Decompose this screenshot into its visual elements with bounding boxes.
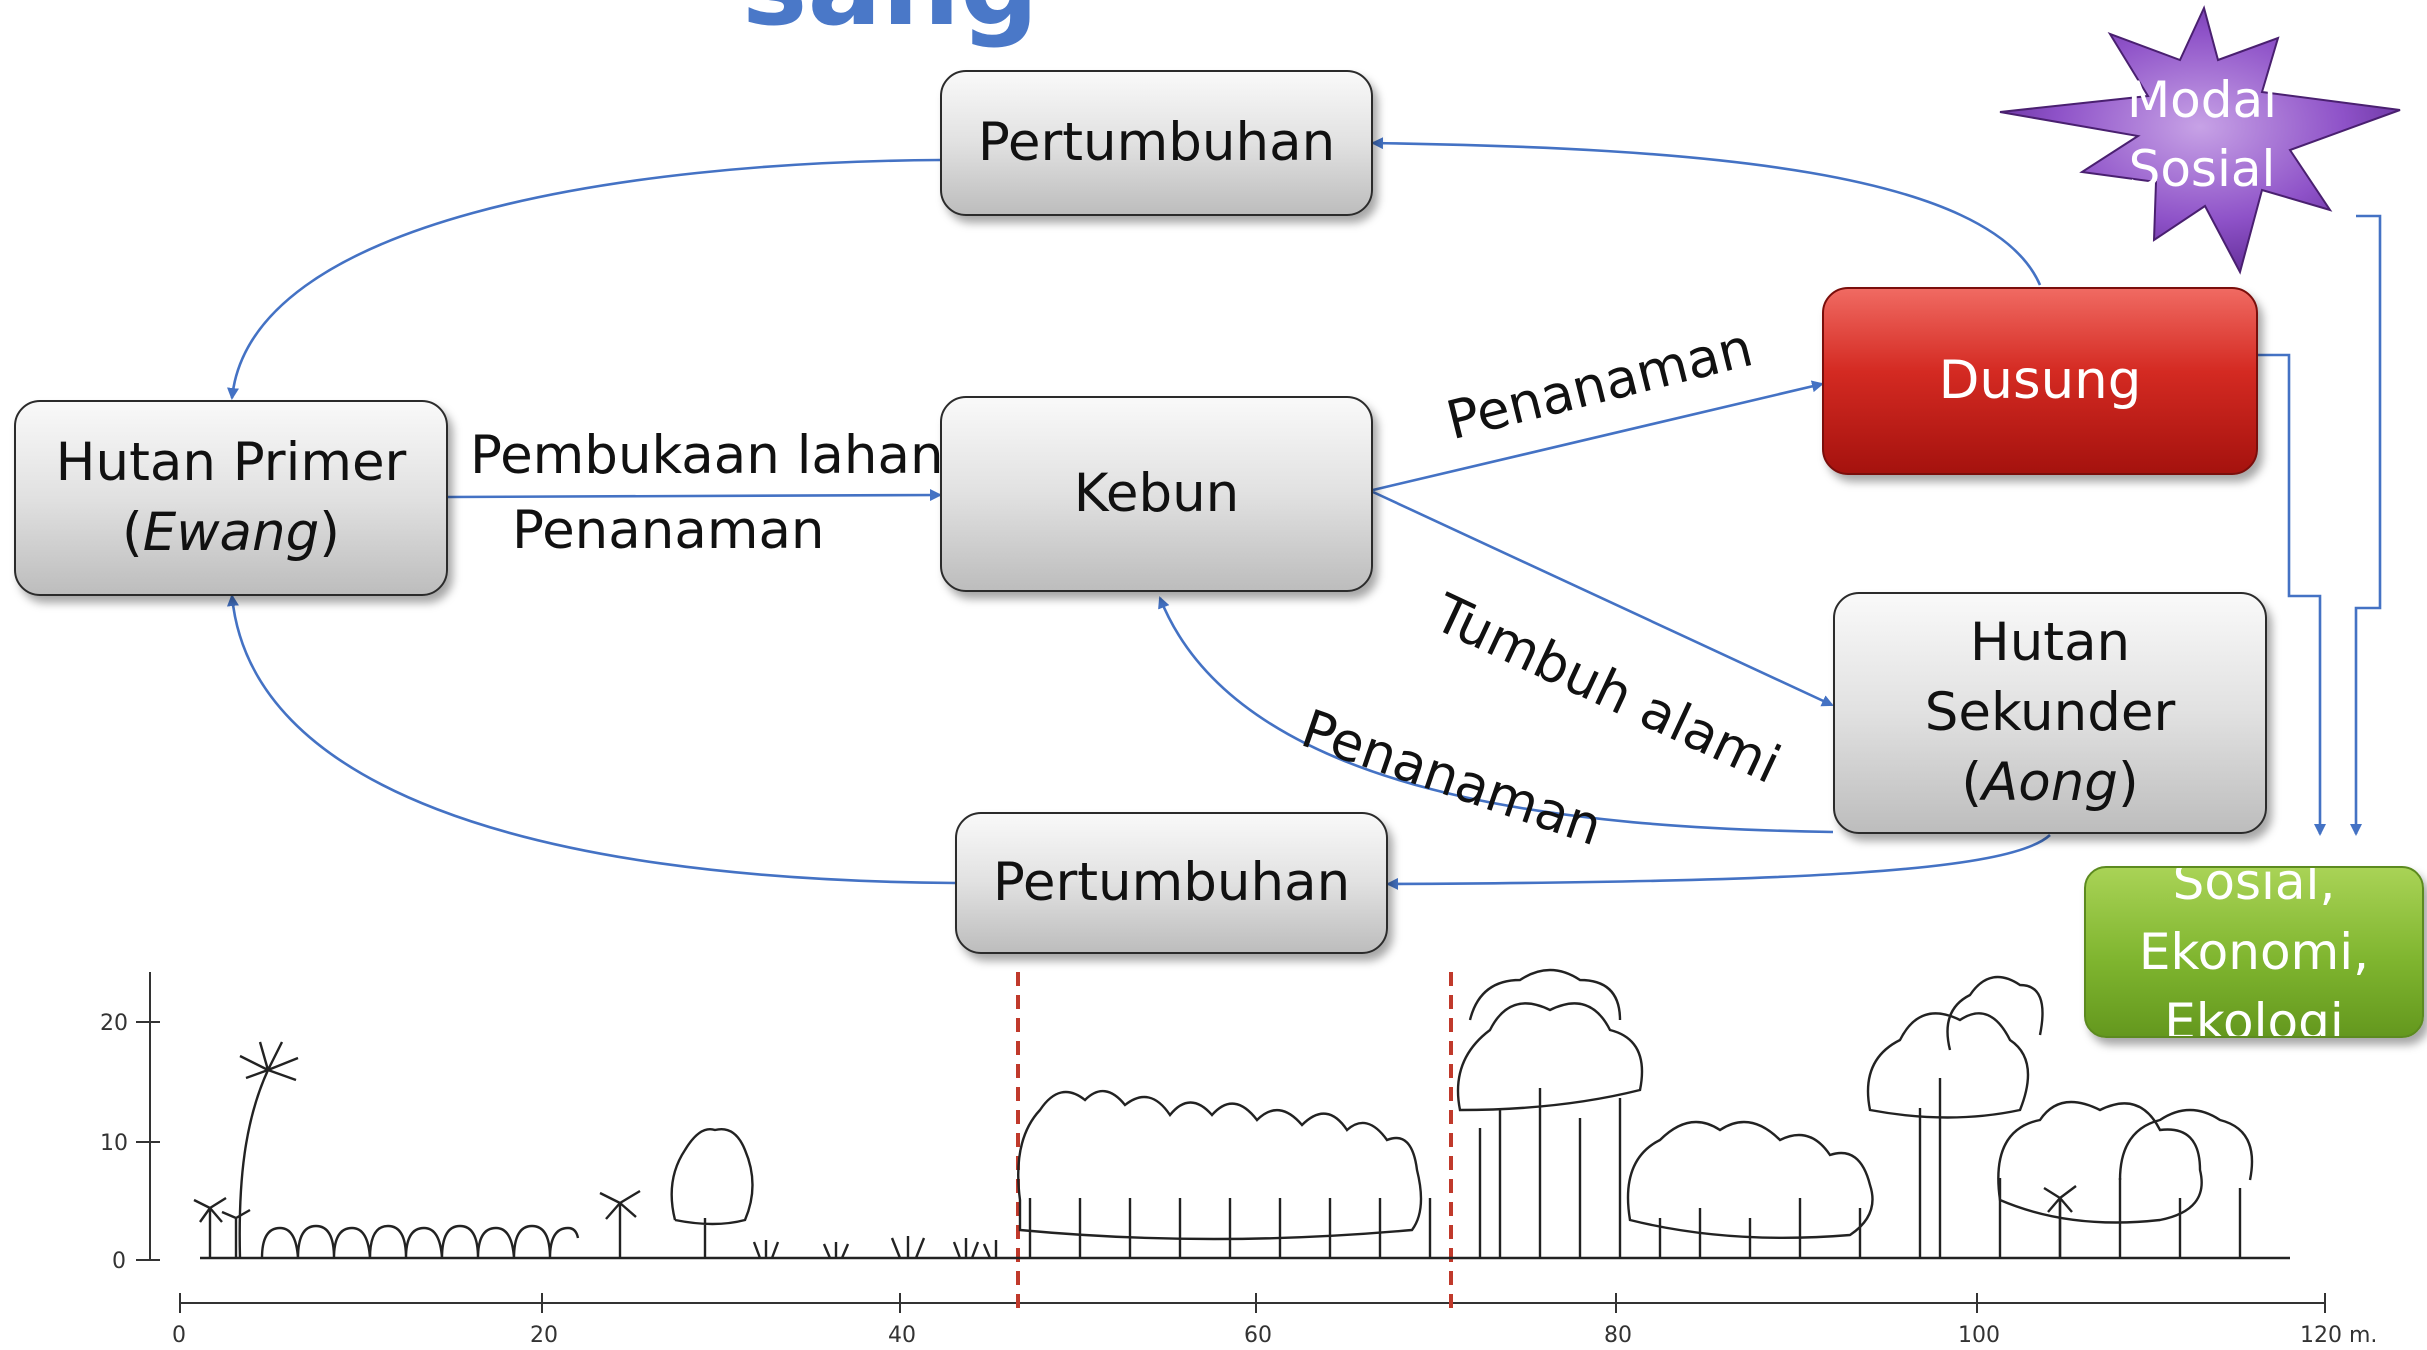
kebun-label: Kebun [1073,463,1240,525]
dusung-box: Dusung [1822,287,2258,475]
label-pembukaan-lahan: Pembukaan lahan [470,425,944,486]
pertumbuhan-top-label: Pertumbuhan [977,112,1336,174]
arrow-kebun-to-sekunder [1372,490,1834,707]
x-tick-60: 60 [1244,1323,1272,1348]
hutan-primer-line-1: Hutan Primer [55,432,407,494]
modal-sosial-label: Modal Sosial [2122,66,2282,204]
title-fragment: sang [742,0,1039,50]
arrow-kebun-to-dusung [1372,380,1824,492]
y-tick-10: 10 [100,1131,128,1156]
star-line-2: Sosial [2128,140,2276,198]
arrow-dusung-to-outcome [2258,353,2326,836]
x-tick-120: 120 m. [2300,1323,2377,1348]
arrow-sekunder-to-pertumbuhan [1386,834,2051,890]
star-line-1: Modal [2127,71,2277,129]
vegetation-drawing [193,968,2290,1260]
arrow-sekunder-to-kebun [1158,596,1834,834]
x-tick-100: 100 [1958,1323,2000,1348]
pertumbuhan-top-box: Pertumbuhan [940,70,1373,216]
y-tick-0: 0 [112,1249,126,1274]
pertumbuhan-bottom-box: Pertumbuhan [955,812,1388,954]
hutan-sekunder-line-1: Hutan [1969,612,2131,674]
hutan-primer-line-2: (Ewang) [122,502,340,563]
label-penanaman-left: Penanaman [512,500,825,561]
palm-trunk [238,1069,270,1259]
x-tick-80: 80 [1604,1323,1632,1348]
x-tick-40: 40 [888,1323,916,1348]
x-tick-0: 0 [172,1323,186,1348]
hutan-sekunder-line-3: (Aong) [1961,751,2139,813]
ewang-label: Ewang [142,502,320,563]
y-tick-20: 20 [100,1011,128,1036]
outcome-line-2: Ekonomi, [2138,923,2370,981]
arrow-pertumbuhan-to-primer [227,158,941,400]
outcome-line-3: Ekologi [2164,993,2344,1038]
hutan-primer-box: Hutan Primer (Ewang) [14,400,448,596]
hutan-sekunder-box: Hutan Sekunder (Aong) [1833,592,2267,834]
dusung-label: Dusung [1938,350,2142,412]
hutan-sekunder-line-2: Sekunder [1924,682,2176,744]
outcome-box: Sosial, Ekonomi, Ekologi [2084,866,2424,1038]
aong-label: Aong [1982,751,2118,813]
kebun-box: Kebun [940,396,1373,592]
arrow-pertumbuhan-to-primer-bottom [226,594,956,885]
pertumbuhan-bottom-label: Pertumbuhan [992,852,1351,914]
x-tick-20: 20 [530,1323,558,1348]
arrow-primer-to-kebun [447,489,942,502]
outcome-line-1: Sosial, [2172,866,2336,911]
